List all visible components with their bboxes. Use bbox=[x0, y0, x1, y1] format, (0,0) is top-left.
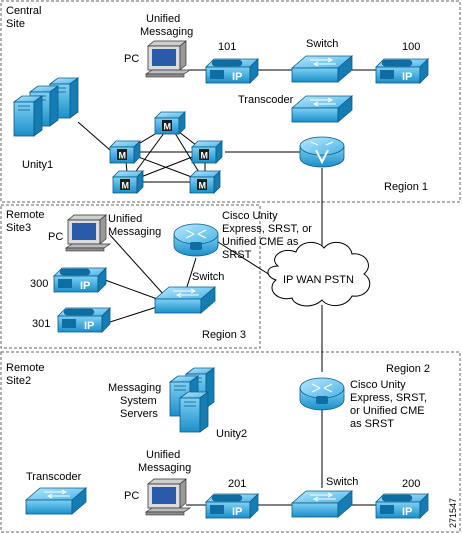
phone-301-label: 301 bbox=[32, 318, 50, 330]
um-top-label-1: Unified bbox=[146, 13, 180, 25]
msg-servers-label-1: Messaging bbox=[108, 382, 161, 394]
switch-r3-icon bbox=[154, 286, 216, 314]
remote-site2-label-line1: Remote bbox=[6, 362, 45, 374]
switch-top-label: Switch bbox=[306, 38, 338, 50]
transcoder-r2-icon bbox=[25, 487, 87, 515]
pc-r2-label: PC bbox=[124, 490, 139, 502]
srst-r3-router-icon bbox=[173, 223, 219, 257]
media-server-top-icon bbox=[154, 111, 186, 135]
region2-label: Region 2 bbox=[386, 363, 430, 375]
srst-r3-label-4: SRST bbox=[222, 249, 252, 261]
ip-wan-pstn-label: IP WAN PSTN bbox=[283, 274, 354, 286]
transcoder-r2-label: Transcoder bbox=[26, 471, 82, 483]
remote-site3-label-line2: Site3 bbox=[6, 222, 31, 234]
srst-r3-label-3: Unified CME as bbox=[222, 236, 299, 248]
srst-r2-label-3: or Unified CME bbox=[350, 405, 425, 417]
pc-r3-label: PC bbox=[48, 231, 63, 243]
pc-top-icon bbox=[145, 40, 191, 78]
media-server-bottom-right-icon bbox=[189, 170, 221, 194]
srst-r3-label-2: Express, SRST, or bbox=[222, 223, 312, 235]
phone-201-label: 201 bbox=[228, 478, 246, 490]
msg-servers-label-3: Servers bbox=[120, 408, 158, 420]
phone-200-icon bbox=[375, 493, 429, 519]
switch-r3-label: Switch bbox=[192, 271, 224, 283]
phone-101-label: 101 bbox=[218, 41, 236, 53]
msg-server-front-icon bbox=[179, 391, 209, 433]
phone-100-label: 100 bbox=[402, 41, 420, 53]
unity1-label: Unity1 bbox=[22, 159, 53, 171]
unity2-label: Unity2 bbox=[216, 428, 247, 440]
srst-r2-router-icon bbox=[299, 377, 345, 411]
phone-301-icon bbox=[57, 307, 111, 333]
voice-router-icon bbox=[299, 136, 345, 168]
switch-r2-label: Switch bbox=[326, 476, 358, 488]
um-r2-label-1: Unified bbox=[146, 449, 180, 461]
phone-201-icon bbox=[205, 493, 259, 519]
transcoder-top-label: Transcoder bbox=[238, 94, 294, 106]
central-site-label-line2: Site bbox=[6, 18, 25, 30]
remote-site3-region bbox=[0, 204, 261, 349]
unity1-server-front-icon bbox=[13, 95, 43, 137]
phone-100-icon bbox=[375, 58, 429, 84]
phone-200-label: 200 bbox=[402, 478, 420, 490]
srst-r2-label-1: Cisco Unity bbox=[350, 379, 406, 391]
srst-r3-label-1: Cisco Unity bbox=[222, 210, 278, 222]
srst-r2-label-2: Express, SRST, bbox=[350, 392, 427, 404]
pc-r2-icon bbox=[145, 478, 191, 516]
switch-r2-icon bbox=[291, 490, 353, 518]
um-r3-label-1: Unified bbox=[108, 213, 142, 225]
msg-servers-label-2: System bbox=[120, 395, 157, 407]
media-server-left-icon bbox=[109, 140, 141, 164]
figure-id: 271547 bbox=[448, 498, 458, 528]
remote-site2-label-line2: Site2 bbox=[6, 375, 31, 387]
switch-top-icon bbox=[291, 55, 353, 83]
media-server-bottom-left-icon bbox=[112, 170, 144, 194]
phone-300-label: 300 bbox=[30, 278, 48, 290]
remote-site2-region bbox=[0, 351, 461, 533]
remote-site3-label-line1: Remote bbox=[6, 209, 45, 221]
phone-101-icon bbox=[205, 58, 259, 84]
media-server-right-icon bbox=[191, 140, 223, 164]
transcoder-top-icon bbox=[291, 95, 353, 123]
um-r3-label-2: Messaging bbox=[108, 226, 161, 238]
pc-r3-icon bbox=[65, 214, 111, 252]
pc-top-label: PC bbox=[124, 53, 139, 65]
region3-label: Region 3 bbox=[202, 329, 246, 341]
region1-label: Region 1 bbox=[384, 181, 428, 193]
ip-wan-pstn-cloud: IP WAN PSTN bbox=[267, 241, 371, 307]
central-site-label-line1: Central bbox=[6, 5, 41, 17]
srst-r2-label-4: as SRST bbox=[350, 418, 394, 430]
phone-300-icon bbox=[53, 267, 107, 293]
um-top-label-2: Messaging bbox=[140, 26, 193, 38]
um-r2-label-2: Messaging bbox=[138, 462, 191, 474]
